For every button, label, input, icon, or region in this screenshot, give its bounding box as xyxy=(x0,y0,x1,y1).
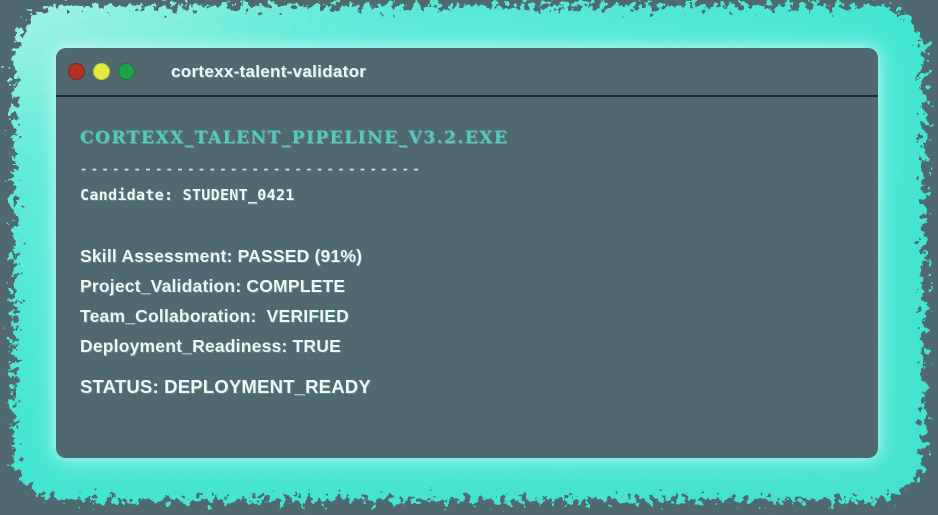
candidate-line: Candidate: STUDENT_0421 xyxy=(80,186,295,204)
window-title: cortexx-talent-validator xyxy=(171,61,367,81)
minimize-button[interactable] xyxy=(93,63,110,80)
terminal-window: cortexx-talent-validator CORTEXX_TALENT_… xyxy=(56,48,878,458)
result-line: Team_Collaboration: VERIFIED xyxy=(80,306,349,326)
result-line: Project_Validation: COMPLETE xyxy=(80,276,346,296)
pipeline-heading: CORTEXX_TALENT_PIPELINE_V3.2.EXE xyxy=(80,128,509,148)
status-line: STATUS: DEPLOYMENT_READY xyxy=(80,376,371,397)
window-titlebar: cortexx-talent-validator xyxy=(56,48,878,97)
results-block: Skill Assessment: PASSED (91%) Project_V… xyxy=(80,241,854,361)
dashed-separator: -------------------------------- xyxy=(80,162,424,176)
result-line: Skill Assessment: PASSED (91%) xyxy=(80,246,363,266)
result-line: Deployment_Readiness: TRUE xyxy=(80,336,341,356)
maximize-button[interactable] xyxy=(118,63,135,80)
terminal-content: CORTEXX_TALENT_PIPELINE_V3.2.EXE -------… xyxy=(56,97,878,398)
close-button[interactable] xyxy=(68,63,85,80)
